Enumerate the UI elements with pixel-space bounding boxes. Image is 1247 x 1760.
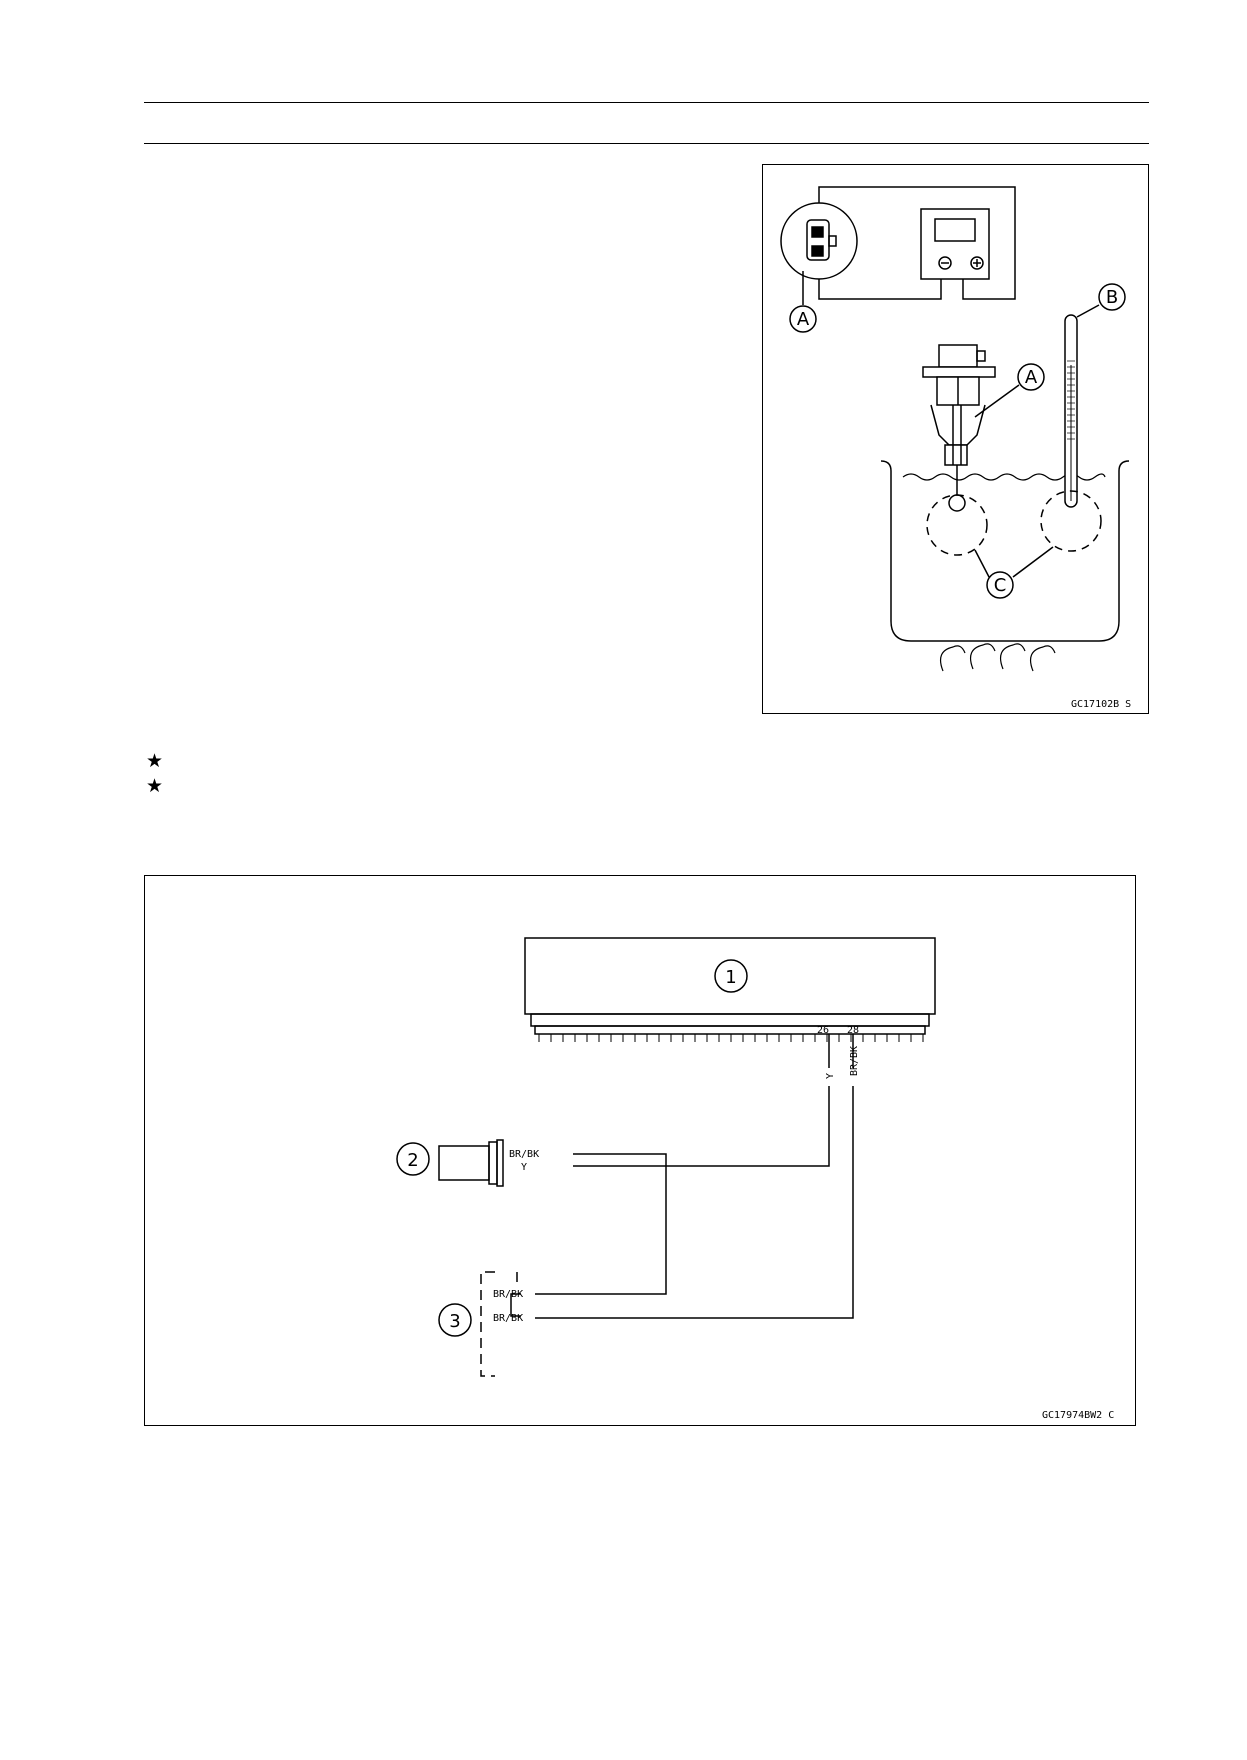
- callout-3: [438, 1303, 472, 1337]
- sensor-body: [938, 344, 978, 368]
- ecu-connector: [530, 1013, 930, 1027]
- plus-terminal-icon: [970, 256, 984, 270]
- thermometer-scale: [1067, 360, 1075, 440]
- minus-terminal-icon: [938, 256, 952, 270]
- sensor-connector: [496, 1139, 504, 1187]
- figure-wiring-diagram: 1 2 3 26 28 Y BR/BK BR/BK Y BR/BK BR/BK …: [144, 875, 1136, 1426]
- wiring-diagram: [396, 937, 936, 1377]
- sensor-tip: [948, 494, 966, 512]
- sensor-connector-end-view: [780, 202, 858, 280]
- ecu-pins: [538, 1034, 924, 1042]
- bullet-star-2: ★: [146, 775, 164, 797]
- header-rule-top: [144, 102, 1149, 103]
- sensor-test-illustration: [780, 186, 1130, 672]
- wire-brbk-connector-bottom: [535, 1086, 854, 1319]
- heat-source-icon: [940, 643, 1056, 672]
- callout-b-thermometer: [1098, 283, 1126, 311]
- liquid-container: [880, 460, 1130, 642]
- callout-2: [396, 1142, 430, 1176]
- callout-c: [986, 571, 1014, 599]
- immersion-zone-sensor: [926, 494, 988, 556]
- bullet-star-1: ★: [146, 750, 164, 772]
- connector-tab: [828, 235, 837, 247]
- ecu-pin-row: [534, 1025, 926, 1035]
- sensor-flange: [488, 1141, 498, 1185]
- joint-connector-link: [510, 1293, 521, 1317]
- wire-brbk-sensor-to-connector: [535, 1153, 667, 1295]
- header-rule-bottom: [144, 143, 1149, 144]
- water-temp-sensor-body: [438, 1145, 490, 1181]
- wire-y-sensor: [573, 1086, 830, 1167]
- meter-display: [934, 218, 976, 242]
- ecu-body: [524, 937, 936, 1015]
- immersion-zone-thermometer: [1040, 490, 1102, 552]
- figure-sensor-test: A A B C GC17102B S: [762, 164, 1149, 714]
- terminal-1: [811, 226, 824, 238]
- terminal-2: [811, 245, 824, 257]
- callout-a-connector: [789, 305, 817, 333]
- multimeter-icon: [920, 208, 990, 280]
- callout-a-sensor: [1017, 363, 1045, 391]
- meter-lead-positive: [818, 186, 1016, 300]
- joint-connector-outline-left: [480, 1271, 495, 1377]
- callout-1: [714, 959, 748, 993]
